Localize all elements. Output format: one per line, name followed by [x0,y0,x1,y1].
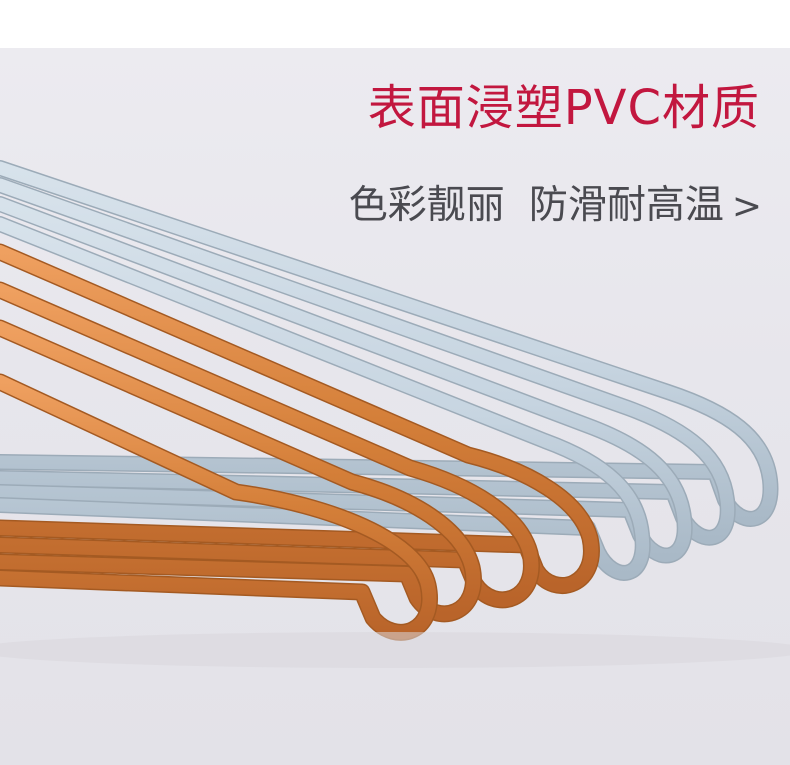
subline-text: 色彩靓丽防滑耐高温> [349,186,762,225]
feature-colorful: 色彩靓丽 [348,183,505,228]
blue-hangers [0,160,779,581]
orange-hangers [0,243,600,641]
headline-text: 表面浸塑PVC材质 [367,80,760,136]
chevron-right-icon: > [731,186,762,227]
feature-heat-resistant: 防滑耐高温 [528,183,724,228]
hanger-shadow [0,632,790,668]
